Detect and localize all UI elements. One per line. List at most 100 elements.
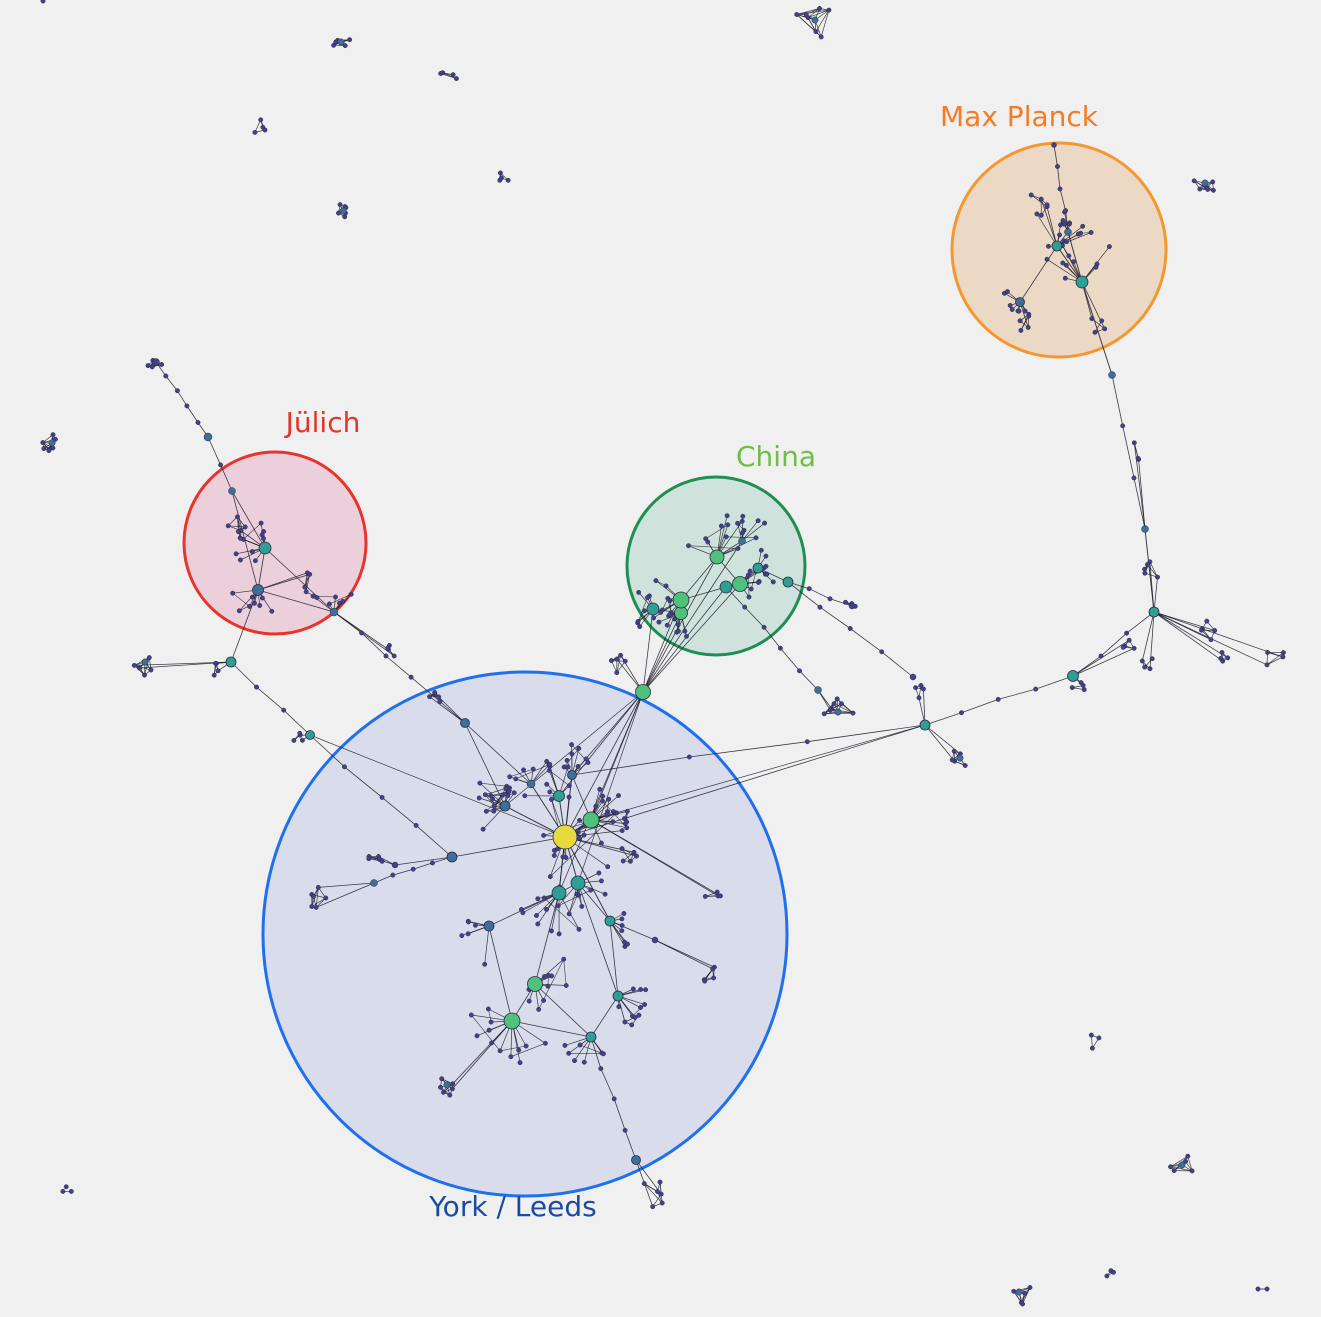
leaf-node [337,202,343,208]
network-edge [1019,245,1058,303]
leaf-node [619,846,625,852]
network-edge [452,1020,513,1090]
leaf-node [755,518,761,524]
leaf-node [1080,223,1086,229]
leaf-node [879,649,885,655]
network-edge [392,868,414,876]
leaf-node [556,931,562,937]
network-edge [1022,1287,1031,1305]
network-edge [796,9,829,15]
leaf-node [597,786,603,792]
network-edge [689,741,808,758]
leaf-node [546,973,552,978]
leaf-node [684,633,689,639]
leaf-node [1046,243,1051,249]
network-edge [809,588,831,600]
cluster-label-york-leeds: York / Leeds [428,1190,596,1223]
mid-node [567,770,577,780]
cluster-circle-china [625,475,807,657]
leaf-node [1197,186,1203,192]
leaf-node [347,37,353,43]
leaf-node [63,1184,69,1190]
network-edge [305,574,311,592]
leaf-node [297,730,303,736]
leaf-node [656,619,662,625]
network-edge [479,782,507,787]
mid-node [526,779,536,789]
leaf-node [959,710,964,716]
leaf-node [588,887,594,893]
leaf-node [534,913,539,918]
network-edge [1153,611,1215,631]
network-edge [577,691,644,884]
network-edge [1153,611,1284,658]
network-edge [652,1193,662,1207]
leaf-node [1139,658,1145,664]
leaf-node [530,766,536,772]
leaf-node [60,1188,66,1194]
leaf-node [638,987,644,992]
leaf-node [1025,324,1031,330]
network-edge [1035,675,1074,690]
network-edge [1122,425,1135,478]
leaf-node [152,358,160,366]
leaf-node [764,571,770,577]
leaf-node [625,941,630,947]
leaf-node [753,535,759,541]
leaf-node [847,626,853,631]
network-edge [577,882,611,922]
leaf-node [149,364,155,370]
leaf-node [1149,656,1155,662]
network-edge [329,594,352,605]
mid-node [814,686,822,694]
network-edge [165,375,178,391]
hub-node [672,591,690,609]
leaf-node [1204,618,1210,624]
network-edge [510,1043,546,1057]
hub-node [527,976,543,992]
leaf-node [259,595,265,601]
leaf-node [724,513,730,519]
leaf-node [827,707,833,713]
hub-node [252,584,264,596]
leaf-node [643,987,649,993]
leaf-node [581,1059,587,1065]
leaf-node [622,1019,628,1025]
network-edge [230,661,257,688]
network-edge [923,688,926,726]
network-edge [550,812,617,877]
leaf-node [146,655,152,661]
leaf-node [1066,221,1072,227]
leaf-node [436,694,442,700]
leaf-node [1191,178,1197,184]
leaf-node [342,764,347,770]
leaf-node [430,860,435,866]
network-edge [823,698,838,715]
network-edge [688,545,738,549]
leaf-node [619,916,625,922]
leaf-node [664,622,670,628]
leaf-node [725,522,731,528]
leaf-node [497,170,503,176]
leaf-node [1038,212,1044,218]
leaf-node [441,1089,446,1095]
leaf-node [307,571,313,577]
leaf-node [438,71,444,76]
leaf-node [302,584,308,590]
leaf-node [148,667,154,673]
leaf-node [252,600,257,606]
hub-node [1075,275,1089,289]
leaf-node [562,1042,568,1048]
leaf-node [634,853,639,859]
network-edge [257,589,335,613]
mid-node [752,562,764,574]
leaf-node [742,604,748,610]
network-edge [509,768,534,778]
leaf-node [547,874,553,880]
leaf-node [747,568,753,574]
leaf-node [1183,1158,1189,1164]
leaf-node [522,793,528,799]
network-edge [642,612,682,693]
leaf-node [257,603,263,608]
leaf-node [686,543,691,549]
